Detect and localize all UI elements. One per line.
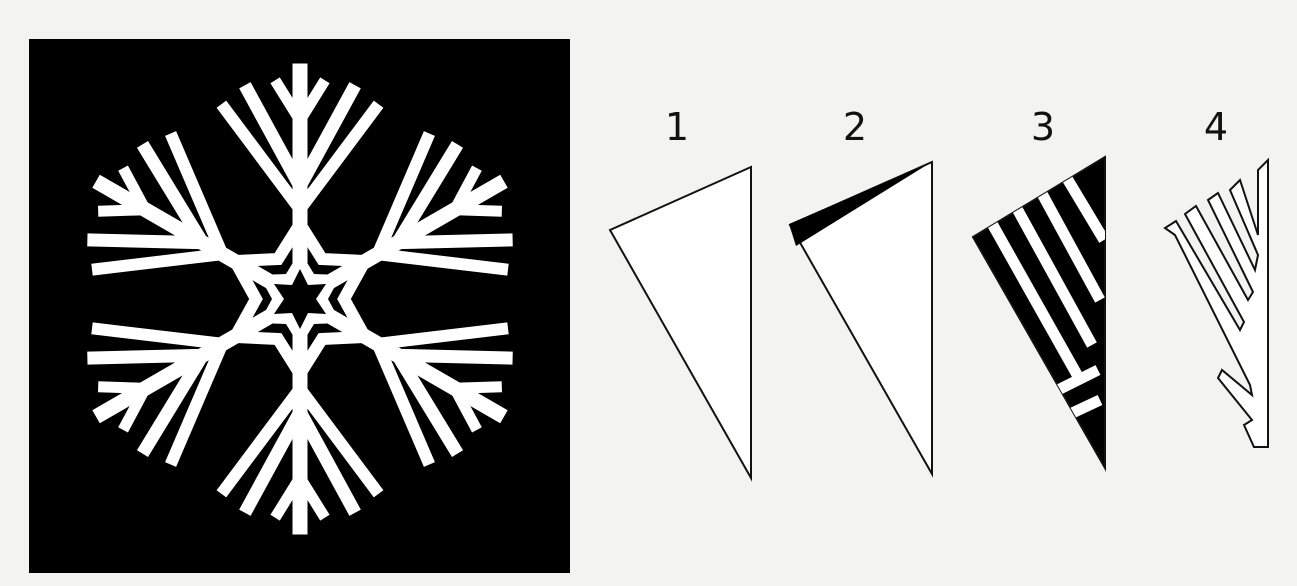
folded-paper-triangle-icon xyxy=(790,162,932,474)
folded-paper-triangle-icon xyxy=(610,167,751,478)
step-3-number: 3 xyxy=(1023,108,1063,146)
folded-paper-triangle-icon xyxy=(1165,160,1268,447)
step-4-number: 4 xyxy=(1196,108,1236,146)
step-3-paper xyxy=(973,157,1105,468)
step-4-paper xyxy=(1165,160,1268,447)
step-2-number: 2 xyxy=(835,108,875,146)
step-1-number: 1 xyxy=(657,108,697,146)
step-2-paper xyxy=(789,162,932,474)
step-1-paper xyxy=(610,167,751,478)
